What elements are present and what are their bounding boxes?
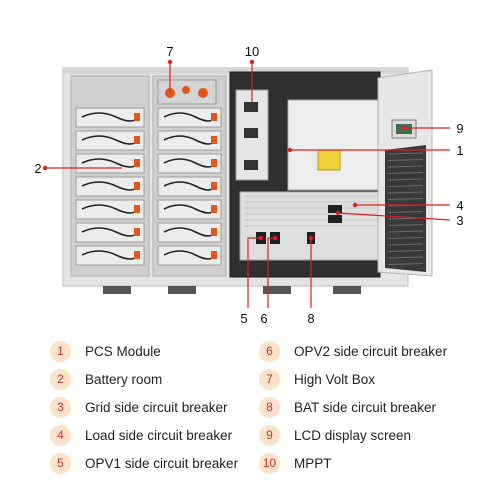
callout-number: 10 bbox=[245, 44, 259, 59]
battery-connector-icon bbox=[134, 228, 140, 236]
battery-connector-icon bbox=[211, 251, 217, 259]
battery-connector-icon bbox=[134, 136, 140, 144]
load-breaker bbox=[328, 205, 342, 213]
callout-dot bbox=[402, 126, 406, 130]
legend-label: OPV1 side circuit breaker bbox=[85, 456, 238, 471]
callout-number: 3 bbox=[456, 213, 463, 228]
callout-number: 1 bbox=[456, 143, 463, 158]
battery-module bbox=[76, 200, 144, 219]
mppt-terminal bbox=[244, 160, 258, 170]
legend-item-4: 4 Load side circuit breaker bbox=[50, 424, 232, 446]
legend-item-9: 9 LCD display screen bbox=[259, 424, 411, 446]
legend-badge: 9 bbox=[259, 425, 280, 446]
legend-label: Grid side circuit breaker bbox=[85, 400, 228, 415]
callout-dot bbox=[273, 236, 277, 240]
battery-module bbox=[76, 131, 144, 150]
battery-connector-icon bbox=[211, 159, 217, 167]
legend-badge: 5 bbox=[50, 453, 71, 474]
legend-item-1: 1 PCS Module bbox=[50, 340, 161, 362]
pcs-module bbox=[288, 100, 378, 190]
legend-badge: 8 bbox=[259, 397, 280, 418]
callout-dot bbox=[336, 211, 340, 215]
legend-badge: 2 bbox=[50, 369, 71, 390]
cabinet-foot bbox=[103, 286, 131, 294]
legend-badge: 6 bbox=[259, 341, 280, 362]
legend-item-6: 6 OPV2 side circuit breaker bbox=[259, 340, 447, 362]
battery-module bbox=[76, 177, 144, 196]
battery-connector-icon bbox=[211, 182, 217, 190]
callout-number: 2 bbox=[34, 161, 41, 176]
legend-badge: 3 bbox=[50, 397, 71, 418]
legend-item-7: 7 High Volt Box bbox=[259, 368, 375, 390]
legend-label: Load side circuit breaker bbox=[85, 428, 232, 443]
legend-label: LCD display screen bbox=[294, 428, 411, 443]
legend-badge: 4 bbox=[50, 425, 71, 446]
cabinet-foot bbox=[333, 286, 361, 294]
battery-connector-icon bbox=[134, 182, 140, 190]
battery-module bbox=[76, 154, 144, 173]
legend: 1 PCS Module 2 Battery room 3 Grid side … bbox=[0, 336, 500, 486]
battery-connector-icon bbox=[134, 159, 140, 167]
hv-connector-icon bbox=[198, 88, 208, 98]
battery-module bbox=[76, 108, 144, 127]
legend-label: PCS Module bbox=[85, 344, 161, 359]
warning-label-icon bbox=[318, 150, 340, 170]
legend-badge: 1 bbox=[50, 341, 71, 362]
mppt-terminal bbox=[244, 128, 258, 138]
legend-badge: 7 bbox=[259, 369, 280, 390]
callout-number: 7 bbox=[166, 44, 173, 59]
legend-item-3: 3 Grid side circuit breaker bbox=[50, 396, 228, 418]
battery-connector-icon bbox=[211, 205, 217, 213]
legend-label: BAT side circuit breaker bbox=[294, 400, 436, 415]
callout-number: 4 bbox=[456, 198, 463, 213]
battery-connector-icon bbox=[134, 205, 140, 213]
battery-connector-icon bbox=[211, 228, 217, 236]
battery-connector-icon bbox=[211, 136, 217, 144]
callout-number: 9 bbox=[456, 121, 463, 136]
callout-dot bbox=[168, 60, 172, 64]
callout-number: 6 bbox=[260, 311, 267, 326]
legend-label: High Volt Box bbox=[294, 372, 375, 387]
battery-module bbox=[76, 223, 144, 242]
battery-connector-icon bbox=[134, 113, 140, 121]
callout-dot bbox=[43, 166, 47, 170]
door-vent bbox=[385, 145, 426, 272]
legend-item-10: 10 MPPT bbox=[259, 452, 332, 474]
callout-dot bbox=[259, 236, 263, 240]
callout-dot bbox=[288, 148, 292, 152]
hv-connector-icon bbox=[182, 86, 190, 94]
legend-label: Battery room bbox=[85, 372, 162, 387]
battery-module bbox=[76, 246, 144, 265]
battery-connector-icon bbox=[211, 113, 217, 121]
callout-number: 5 bbox=[240, 311, 247, 326]
legend-item-5: 5 OPV1 side circuit breaker bbox=[50, 452, 238, 474]
callout-number: 8 bbox=[307, 311, 314, 326]
mppt-terminal bbox=[244, 102, 258, 112]
legend-label: OPV2 side circuit breaker bbox=[294, 344, 447, 359]
legend-item-8: 8 BAT side circuit breaker bbox=[259, 396, 436, 418]
grid-breaker bbox=[328, 215, 342, 223]
callout-dot bbox=[353, 203, 357, 207]
callout-dot bbox=[309, 236, 313, 240]
legend-item-2: 2 Battery room bbox=[50, 368, 162, 390]
legend-badge: 10 bbox=[259, 453, 280, 474]
callout-dot bbox=[250, 60, 254, 64]
cabinet-foot bbox=[168, 286, 196, 294]
cabinet-foot bbox=[263, 286, 291, 294]
legend-label: MPPT bbox=[294, 456, 332, 471]
battery-connector-icon bbox=[134, 251, 140, 259]
